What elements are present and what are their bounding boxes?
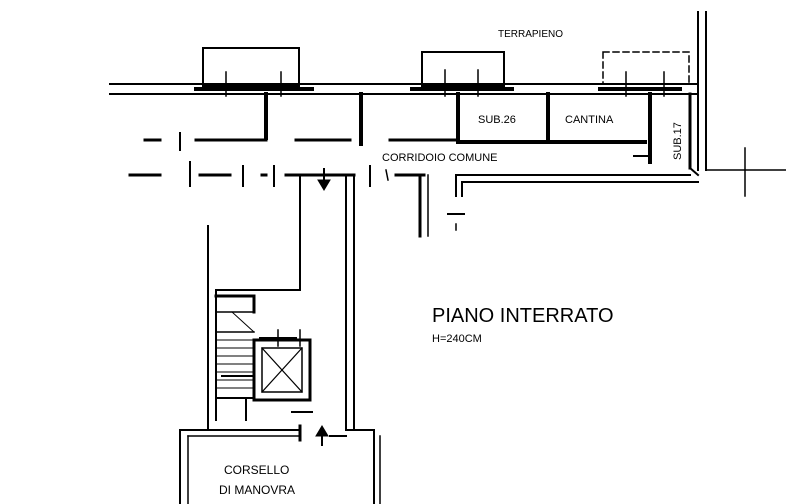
direction-arrows — [315, 168, 331, 446]
east-wall — [697, 11, 786, 197]
north-wall — [109, 83, 699, 95]
corsello-label-line1: CORSELLO — [224, 463, 289, 477]
stair-core — [207, 225, 256, 431]
corsello-label-line2: DI MANOVRA — [219, 483, 295, 497]
cellar-rooms — [456, 92, 692, 170]
elevator-shaft — [252, 329, 313, 413]
external-unit-3-dashed — [598, 51, 690, 97]
terrapieno-label: TERRAPIENO — [498, 29, 563, 40]
floor-height: H=240CM — [432, 333, 482, 345]
corridor-lower-wall — [128, 161, 700, 197]
corridor-upper-wall — [143, 132, 460, 151]
external-unit-1 — [194, 47, 314, 97]
floor-title: PIANO INTERRATO — [432, 305, 614, 327]
sub17-label: SUB.17 — [672, 122, 684, 160]
corridor-label: CORRIDOIO COMUNE — [382, 152, 498, 164]
cantina-label: CANTINA — [565, 114, 614, 126]
sub26-label: SUB.26 — [478, 114, 516, 126]
corridor-stub — [418, 173, 465, 238]
external-unit-2 — [410, 51, 514, 97]
entrance-walls — [179, 424, 347, 504]
